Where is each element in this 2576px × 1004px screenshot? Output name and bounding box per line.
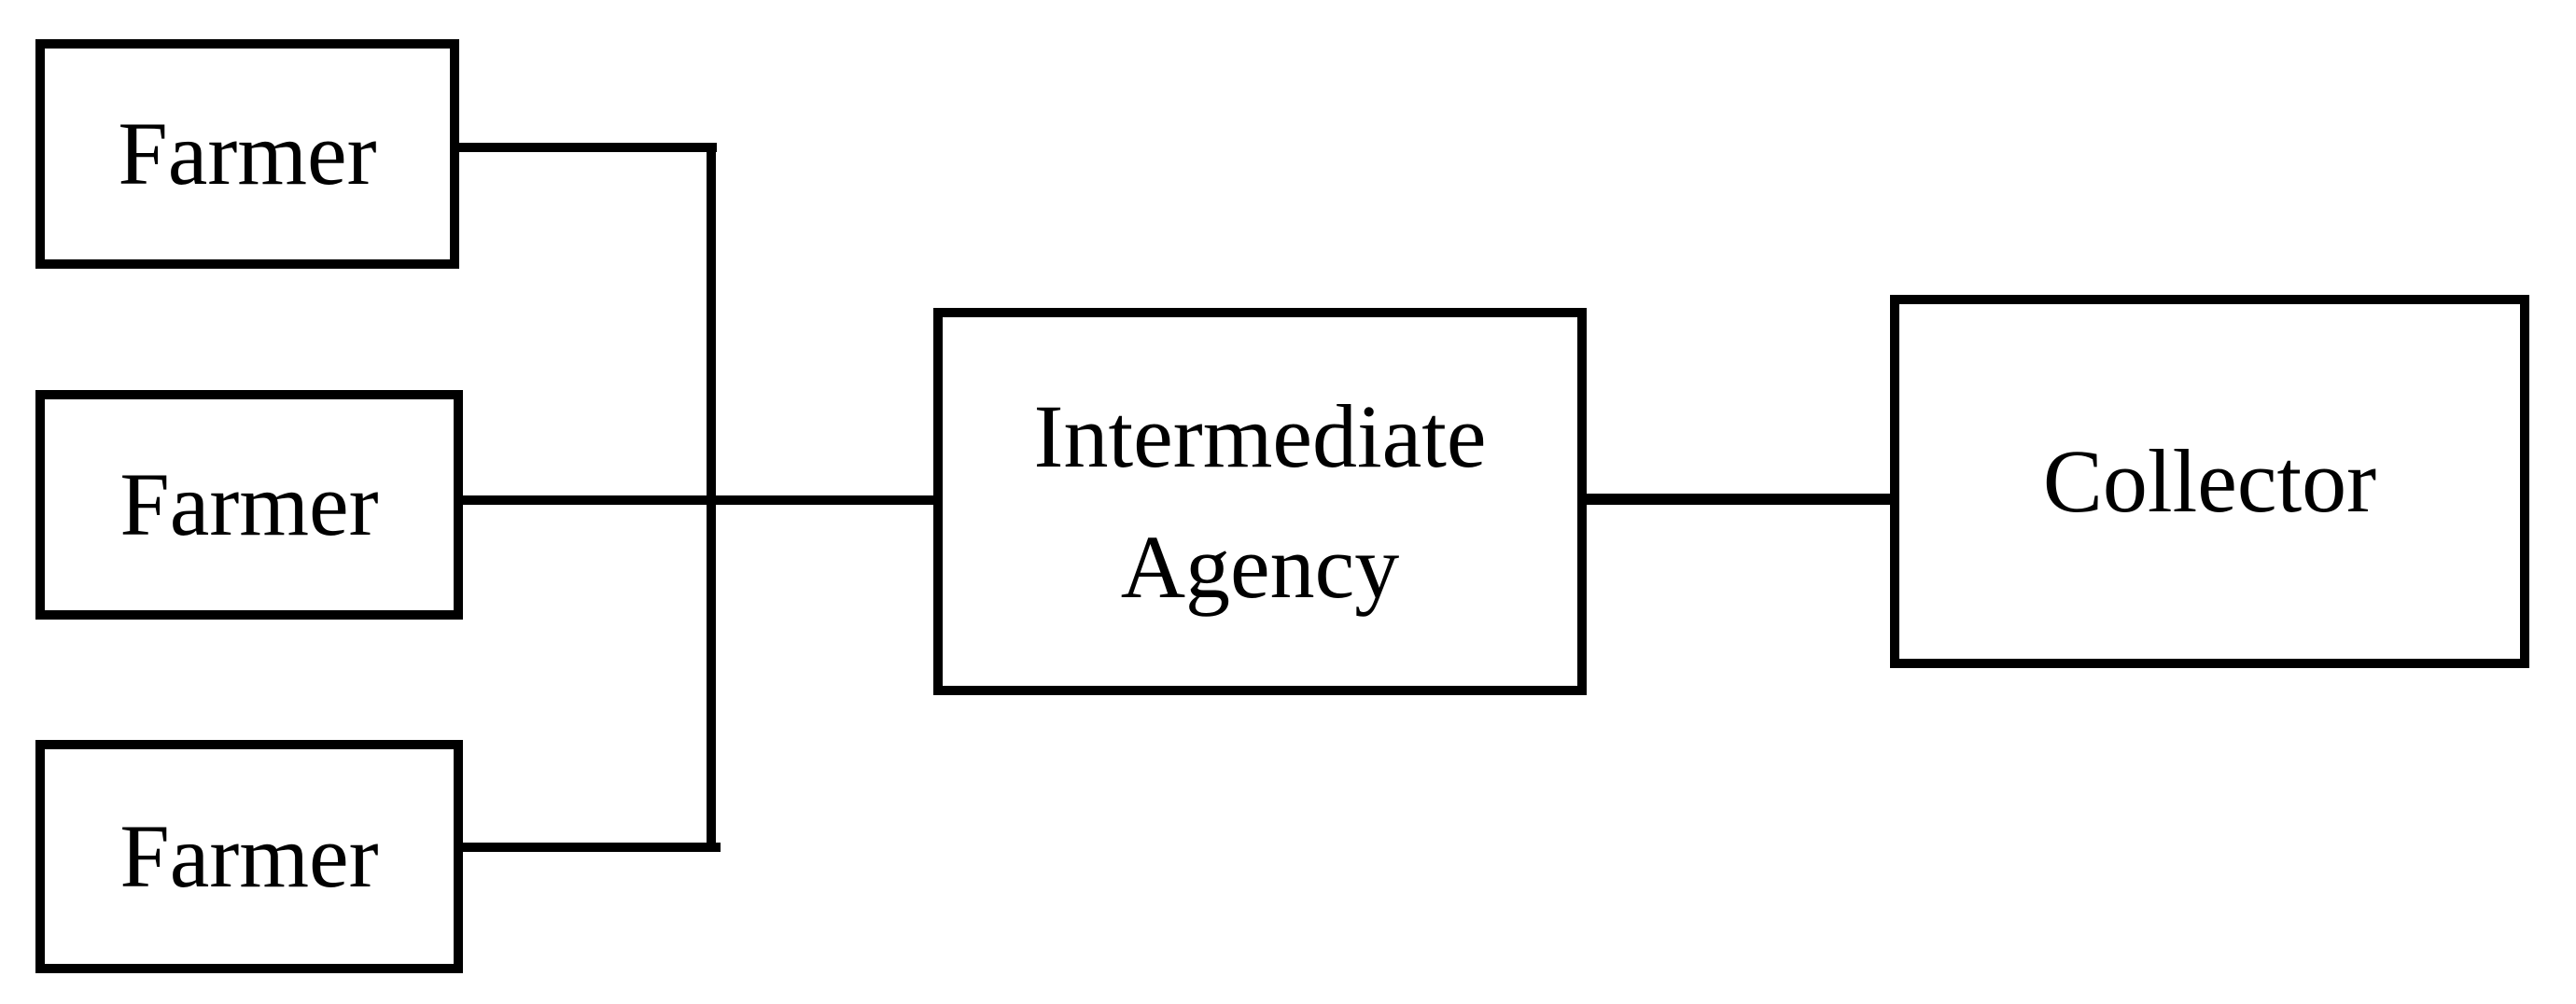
intermediate-agency-box: Intermediate Agency	[933, 308, 1587, 695]
edge-farmer3-to-bus	[459, 843, 721, 852]
farmer-box-2: Farmer	[35, 390, 463, 620]
collector-label: Collector	[2042, 431, 2377, 532]
edge-farmer1-to-bus	[455, 143, 717, 152]
farmer-box-2-label: Farmer	[119, 454, 379, 555]
farmer-box-1: Farmer	[35, 39, 459, 269]
farmer-box-3-label: Farmer	[119, 806, 379, 907]
edge-intermediate-agency-to-collector	[1581, 494, 1898, 505]
farmer-box-3: Farmer	[35, 740, 463, 973]
farmer-box-1-label: Farmer	[118, 104, 377, 204]
intermediate-agency-label: Intermediate Agency	[1033, 386, 1487, 617]
edge-vertical-bus	[707, 143, 716, 852]
collector-box: Collector	[1890, 295, 2529, 668]
edge-farmer2-to-intermediate-agency	[459, 495, 941, 505]
